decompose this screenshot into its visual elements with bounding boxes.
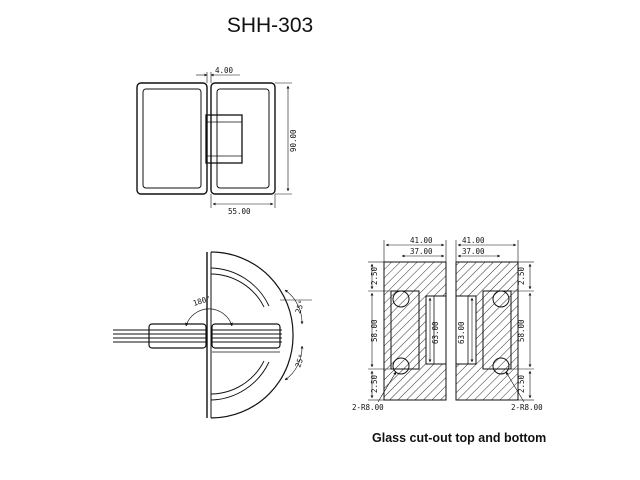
dim-top-left-label: 2.50 <box>370 266 379 285</box>
clamp-right <box>211 323 281 349</box>
angle-lower-label: 25° <box>293 353 306 369</box>
angle-main-label: 180° <box>192 294 212 308</box>
dim-width-label: 55.00 <box>228 207 251 216</box>
left-plate-outer <box>136 82 208 195</box>
dim-bottom-right-label: 2.50 <box>517 374 526 393</box>
dim-bottom-left-label: 2.50 <box>370 374 379 393</box>
dim-top-right-label: 2.50 <box>517 266 526 285</box>
cutout-left <box>390 290 420 370</box>
dim-left-outer-label: 41.00 <box>410 236 433 245</box>
radius-left-label: 2-R8.00 <box>352 403 384 412</box>
radius-right-label: 2-R8.00 <box>511 403 543 412</box>
drawing-title: SHH-303 <box>226 14 314 37</box>
cutout-caption: Glass cut-out top and bottom <box>372 431 547 445</box>
left-plate-inner <box>142 88 202 189</box>
angle-upper-label: 25° <box>293 299 306 315</box>
cutout-view: 41.00 37.00 41.00 37.00 2.50 58.00 2.50 … <box>352 236 543 412</box>
top-view: 4.00 90.00 55.00 <box>136 66 298 216</box>
dim-left-inner-label: 37.00 <box>410 247 433 256</box>
hinge-block <box>205 114 243 164</box>
dim-gap-label: 4.00 <box>215 66 234 75</box>
side-view: 180° 25° 25° <box>113 251 312 419</box>
dim-right-inner-label: 37.00 <box>462 247 485 256</box>
dim-mid-left-label: 58.00 <box>370 319 379 342</box>
dim-mid-right-label: 58.00 <box>517 319 526 342</box>
cutout-right <box>482 290 512 370</box>
dim-right-outer-label: 41.00 <box>462 236 485 245</box>
dim-center-right-label: 63.00 <box>457 321 466 344</box>
dim-center-left-label: 63.00 <box>431 321 440 344</box>
swing-arc-outer <box>210 251 294 419</box>
clamp-left <box>148 323 207 349</box>
right-plate-inner <box>216 88 270 189</box>
dim-height-label: 90.00 <box>289 129 298 152</box>
right-plate-outer <box>210 82 276 195</box>
